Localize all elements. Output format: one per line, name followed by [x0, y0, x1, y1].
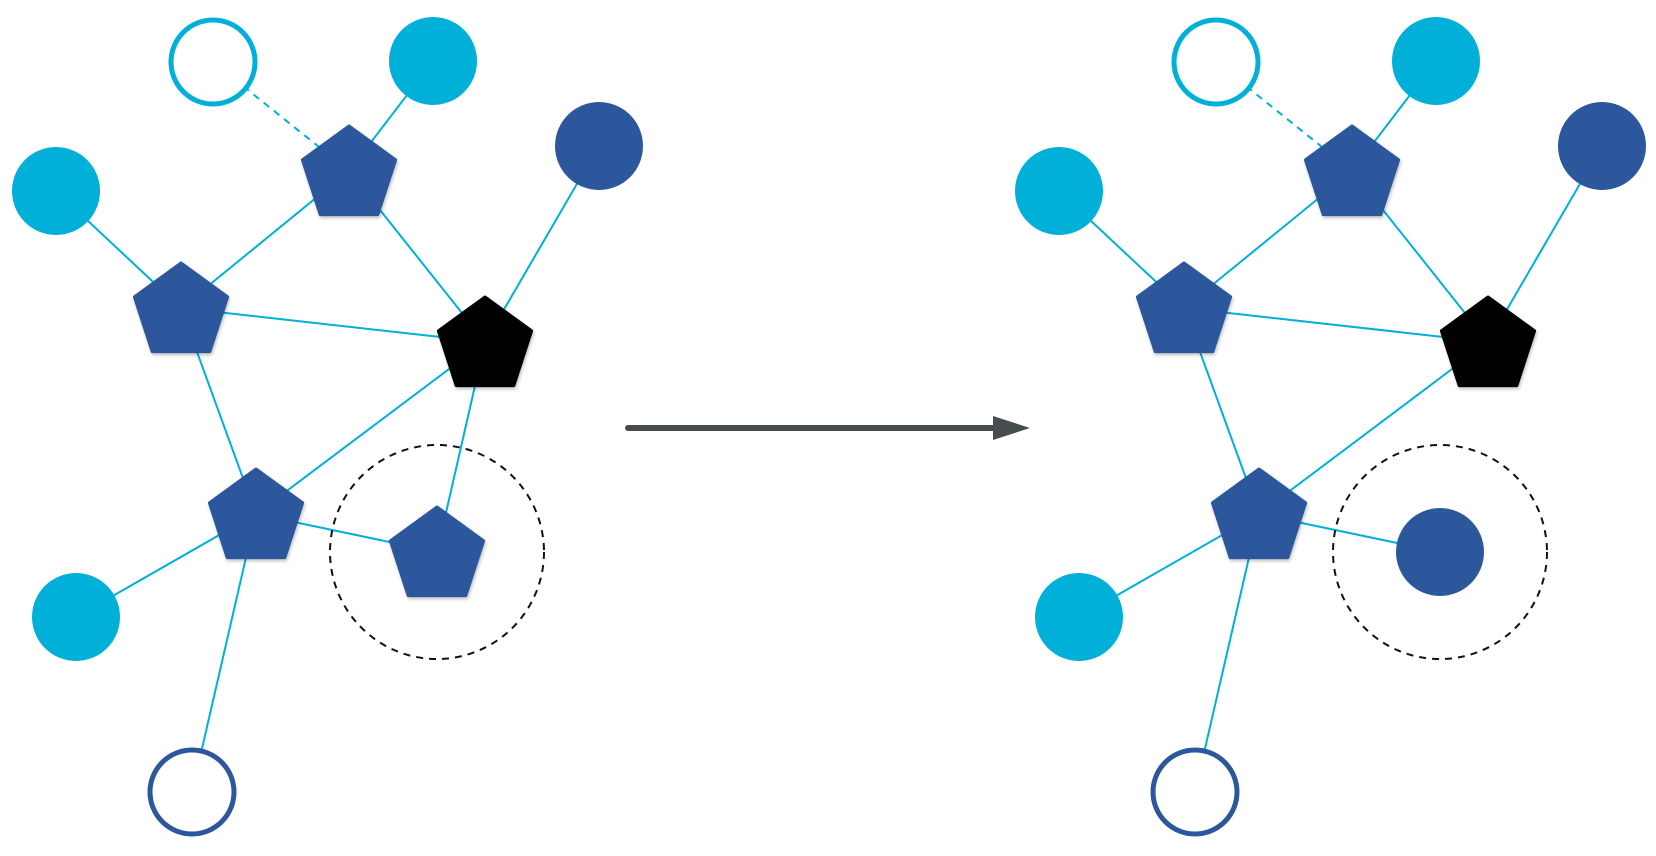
node-h-pentagon	[207, 467, 305, 560]
edge-f-g	[1183, 307, 1489, 343]
node-b-circle	[389, 17, 477, 105]
node-i-circle	[1396, 508, 1484, 596]
highlight-dashed-circle	[329, 444, 545, 660]
before-graph	[12, 17, 643, 837]
node-e-circle	[1015, 147, 1103, 235]
after-nodes	[1015, 17, 1646, 837]
node-c-pentagon	[1303, 124, 1401, 217]
node-h-pentagon	[1210, 467, 1308, 560]
node-e-circle	[12, 147, 100, 235]
after-highlight	[1332, 444, 1548, 660]
node-g-pentagon	[436, 295, 534, 388]
node-b-circle	[1392, 17, 1480, 105]
edge-g-h	[1258, 341, 1489, 515]
node-f-pentagon	[132, 261, 230, 354]
node-c-pentagon	[300, 124, 398, 217]
node-a-hollow-circle	[168, 17, 258, 107]
node-k-hollow-circle	[147, 747, 237, 837]
edge-f-g	[180, 307, 486, 343]
after-graph	[1015, 17, 1646, 837]
node-k-hollow-circle	[1150, 747, 1240, 837]
before-highlight	[329, 444, 545, 660]
highlight-dashed-circle	[1332, 444, 1548, 660]
transformation-arrow	[625, 416, 1030, 440]
edge-h-k	[1194, 513, 1260, 793]
arrow-head-icon	[993, 416, 1030, 440]
node-g-pentagon	[1439, 295, 1537, 388]
node-a-hollow-circle	[1171, 17, 1261, 107]
node-d-circle	[555, 102, 643, 190]
node-i-pentagon	[388, 505, 486, 598]
node-d-circle	[1558, 102, 1646, 190]
node-f-pentagon	[1135, 261, 1233, 354]
node-j-circle	[32, 573, 120, 661]
edge-g-h	[255, 341, 486, 515]
edge-h-k	[191, 513, 257, 793]
node-j-circle	[1035, 573, 1123, 661]
before-nodes	[12, 17, 643, 837]
